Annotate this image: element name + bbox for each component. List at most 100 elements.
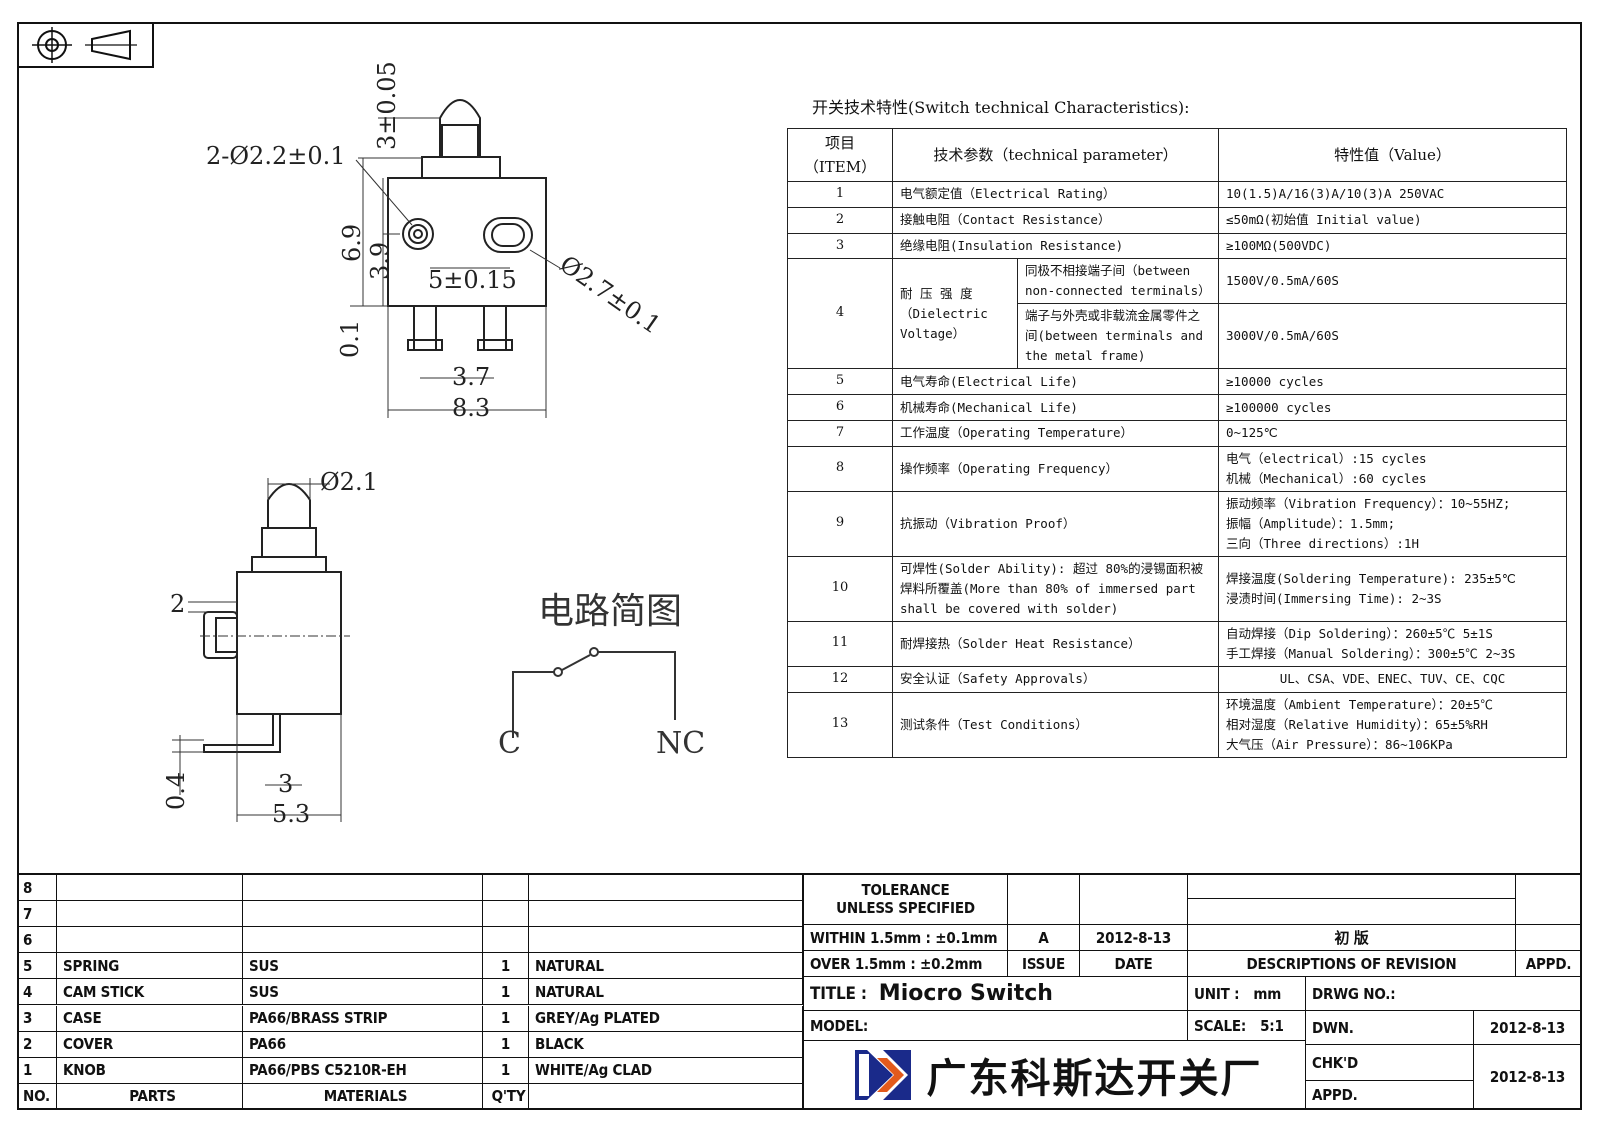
date-value: 2012-8-13 xyxy=(1080,925,1188,951)
bom-cell-finish xyxy=(529,875,803,902)
spec-row: 端子与外壳或非载流金属零件之间(between terminals and th… xyxy=(788,303,1567,370)
appd-label: APPD. xyxy=(1516,951,1582,977)
issue-label: ISSUE xyxy=(1008,951,1080,977)
bom-cell-finish: BLACK xyxy=(529,1031,803,1058)
spec-param: 工作温度（Operating Temperature） xyxy=(892,419,1219,447)
spec-subparam: 同极不相接端子间（between non-connected terminals… xyxy=(1017,258,1219,305)
spec-param: 安全认证（Safety Approvals） xyxy=(892,665,1219,693)
bom-header-material: MATERIALS xyxy=(243,1083,483,1110)
spec-value: ≥100MΩ(500VDC) xyxy=(1218,232,1567,260)
unit-value: mm xyxy=(1253,984,1282,1003)
bom-cell-part xyxy=(57,875,243,902)
dim-side-width: 5.3 xyxy=(272,800,310,828)
bom-cell-part: CAM STICK xyxy=(57,979,243,1006)
spec-title: 开关技术特性(Switch technical Characteristics)… xyxy=(812,98,1190,117)
spec-value: 10(1.5)A/16(3)A/10(3)A 250VAC xyxy=(1218,181,1567,208)
revision-block: TOLERANCE UNLESS SPECIFIED WITHIN 1.5mm … xyxy=(803,873,1582,1110)
spec-value-line: 振幅（Amplitude）：1.5mm; xyxy=(1226,515,1396,531)
spec-value: 振动频率（Vibration Frequency）：10~55HZ; 振幅（Amp… xyxy=(1218,490,1567,557)
projection-symbol xyxy=(17,22,154,68)
company-logo-icon xyxy=(854,1050,911,1100)
spec-value-line: 大气压（Air Pressure）：86~106KPa xyxy=(1226,736,1453,752)
spec-header-row: 项目（ITEM） 技术参数（technical parameter） 特性值（V… xyxy=(787,128,1567,182)
spec-no: 12 xyxy=(787,665,893,693)
spec-no: 4 xyxy=(787,258,893,370)
model-label: MODEL: xyxy=(803,1011,1188,1041)
bom-cell-finish: GREY/Ag PLATED xyxy=(529,1005,803,1032)
dim-width: 8.3 xyxy=(452,394,490,422)
circuit-title: 电路简图 xyxy=(538,591,683,632)
spec-header-value: 特性值（Value） xyxy=(1218,128,1567,182)
chkd-label: CHK'D xyxy=(1306,1045,1474,1081)
spec-header-param: 技术参数（technical parameter） xyxy=(892,128,1219,182)
spec-row: 4 耐 压 强 度（Dielectric Voltage） 同极不相接端子间（b… xyxy=(787,258,1567,370)
spec-param: 机械寿命(Mechanical Life) xyxy=(892,394,1219,421)
bom-cell-no: 2 xyxy=(17,1031,57,1058)
dim-hole-dia: 2-Ø2.2±0.1 xyxy=(206,142,346,170)
dim-plunger-dia: Ø2.1 xyxy=(320,468,378,496)
spec-value: ≥10000 cycles xyxy=(1218,368,1567,396)
bom-cell-material: SUS xyxy=(243,953,483,980)
bom-cell-material: SUS xyxy=(243,979,483,1006)
spec-param: 可焊性(Solder Ability): 超过 80%的浸锡面积被焊料所覆盖(M… xyxy=(892,555,1219,622)
dim-slot-dia: Ø2.7±0.1 xyxy=(555,250,666,340)
issue-value: A xyxy=(1008,925,1080,951)
drawing-number-label: DRWG NO.: xyxy=(1306,977,1582,1011)
spec-value-line: 浸渍时间(Immersing Time): 2~3S xyxy=(1226,590,1442,606)
spec-param: 耐焊接热（Solder Heat Resistance） xyxy=(892,620,1219,667)
spec-value: 3000V/0.5mA/60S xyxy=(1218,303,1567,370)
spec-no: 10 xyxy=(787,555,893,622)
spec-value-line: 手工焊接（Manual Soldering）：300±5℃ 2~3S xyxy=(1226,645,1516,661)
dim-side-2: 2 xyxy=(170,590,185,618)
spec-value-line: 相对湿度（Relative Humidity）：65±5%RH xyxy=(1226,716,1488,732)
bom-cell-finish: NATURAL xyxy=(529,953,803,980)
spec-param: 接触电阻（Contact Resistance） xyxy=(892,206,1219,234)
spec-param: 电气寿命(Electrical Life) xyxy=(892,368,1219,396)
spec-value: ≥100000 cycles xyxy=(1218,394,1567,421)
scale-value: 5:1 xyxy=(1260,1016,1284,1035)
tolerance-label: TOLERANCE xyxy=(861,880,950,899)
revision-description: 初 版 xyxy=(1188,925,1516,951)
bom-cell-material xyxy=(243,927,483,954)
dim-side-3: 3 xyxy=(278,770,293,798)
dim-terminal-thickness: 0.4 xyxy=(162,772,190,810)
bom-cell-part: KNOB xyxy=(57,1057,243,1084)
spec-no: 5 xyxy=(787,368,893,396)
spec-value: UL、CSA、VDE、ENEC、TUV、CE、CQC xyxy=(1218,665,1567,693)
company-name: 广东科斯达开关厂 xyxy=(926,1056,1263,1102)
bom-cell-qty: 1 xyxy=(483,953,529,980)
spec-no: 2 xyxy=(787,206,893,234)
spec-param: 绝缘电阻(Insulation Resistance) xyxy=(892,232,1219,260)
scale-label: SCALE: xyxy=(1194,1016,1247,1035)
title-value: Miocro Switch xyxy=(878,981,1053,1006)
bom-cell-qty xyxy=(483,927,529,954)
spec-param: 耐 压 强 度（Dielectric Voltage） xyxy=(892,258,1018,370)
spec-no: 1 xyxy=(787,181,893,208)
description-label: DESCRIPTIONS OF REVISION xyxy=(1188,951,1516,977)
bom-cell-qty xyxy=(483,875,529,902)
spec-param: 操作频率（Operating Frequency） xyxy=(892,445,1219,492)
spec-table: 项目（ITEM） 技术参数（technical parameter） 特性值（V… xyxy=(787,128,1567,758)
dwn-label: DWN. xyxy=(1306,1011,1474,1045)
dim-hole-spacing: 5±0.15 xyxy=(428,266,517,294)
spec-no: 13 xyxy=(787,691,893,758)
spec-no: 11 xyxy=(787,620,893,667)
spec-value-line: 振动频率（Vibration Frequency）：10~55HZ; xyxy=(1226,495,1511,511)
chkd-date: 2012-8-13 xyxy=(1474,1045,1582,1110)
bom-cell-finish xyxy=(529,927,803,954)
spec-param: 抗振动（Vibration Proof） xyxy=(892,490,1219,557)
bom-cell-no: 8 xyxy=(17,875,57,902)
tolerance-over: OVER 1.5mm : ±0.2mm xyxy=(803,951,1008,977)
spec-no: 7 xyxy=(787,419,893,447)
spec-value-line: 焊接温度(Soldering Temperature): 235±5℃ xyxy=(1226,570,1516,586)
